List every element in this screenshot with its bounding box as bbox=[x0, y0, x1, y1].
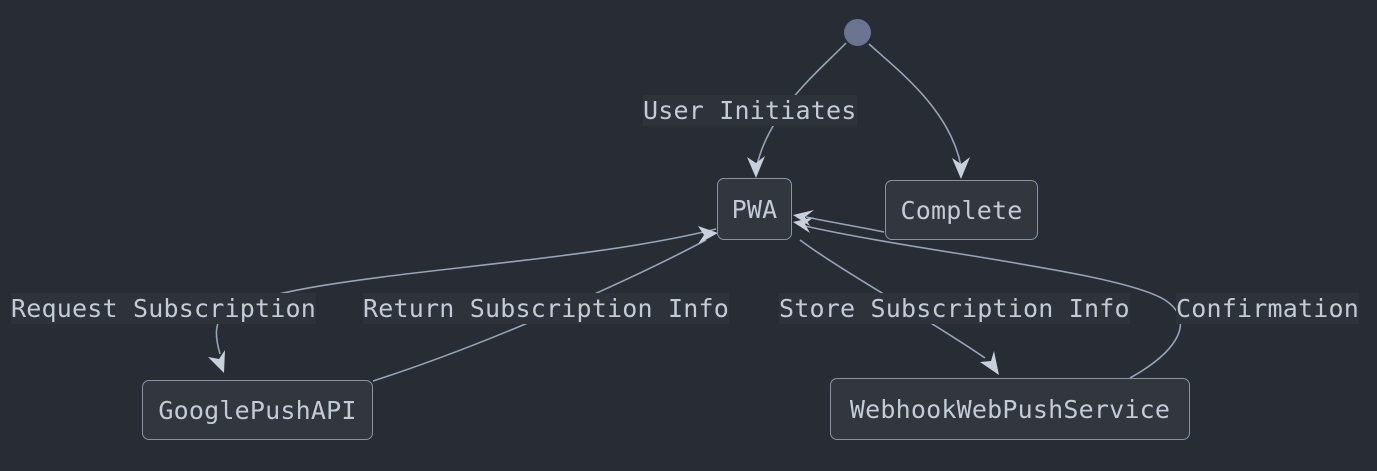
edge-start-to-complete bbox=[868, 43, 962, 167]
arrowhead-webhook-to-pwa bbox=[793, 217, 814, 233]
node-complete-label: Complete bbox=[900, 195, 1023, 225]
arrowhead-start-to-complete bbox=[952, 157, 970, 179]
node-google-push-api-label: GooglePushAPI bbox=[158, 395, 357, 425]
node-google-push-api[interactable]: GooglePushAPI bbox=[142, 380, 373, 440]
edge-start-to-pwa bbox=[756, 42, 847, 166]
edge-label-request-subscription: Request Subscription bbox=[11, 293, 317, 324]
arrowhead-pwa-to-webhook bbox=[980, 351, 999, 375]
edge-label-user-initiates: User Initiates bbox=[643, 95, 857, 126]
node-webhook-web-push-service-label: WebhookWebPushService bbox=[849, 394, 1171, 424]
node-webhook-web-push-service[interactable]: WebhookWebPushService bbox=[830, 378, 1190, 440]
node-pwa-label: PWA bbox=[731, 194, 778, 224]
arrowhead-start-to-pwa bbox=[747, 156, 765, 178]
arrowhead-google-to-pwa bbox=[698, 226, 718, 244]
edge-pwa-to-google bbox=[215, 228, 717, 355]
node-complete[interactable]: Complete bbox=[885, 180, 1038, 240]
arrowhead-pwa-to-google bbox=[208, 350, 225, 373]
arrowhead-complete-to-pwa bbox=[793, 210, 814, 226]
edge-label-return-subscription-info: Return Subscription Info bbox=[363, 293, 730, 324]
edge-label-confirmation: Confirmation bbox=[1176, 293, 1360, 324]
edge-label-store-subscription-info: Store Subscription Info bbox=[779, 293, 1130, 324]
edge-complete-to-pwa bbox=[805, 216, 885, 233]
node-pwa[interactable]: PWA bbox=[717, 178, 792, 240]
edge-webhook-to-pwa bbox=[804, 225, 1182, 379]
node-start[interactable] bbox=[844, 19, 871, 46]
